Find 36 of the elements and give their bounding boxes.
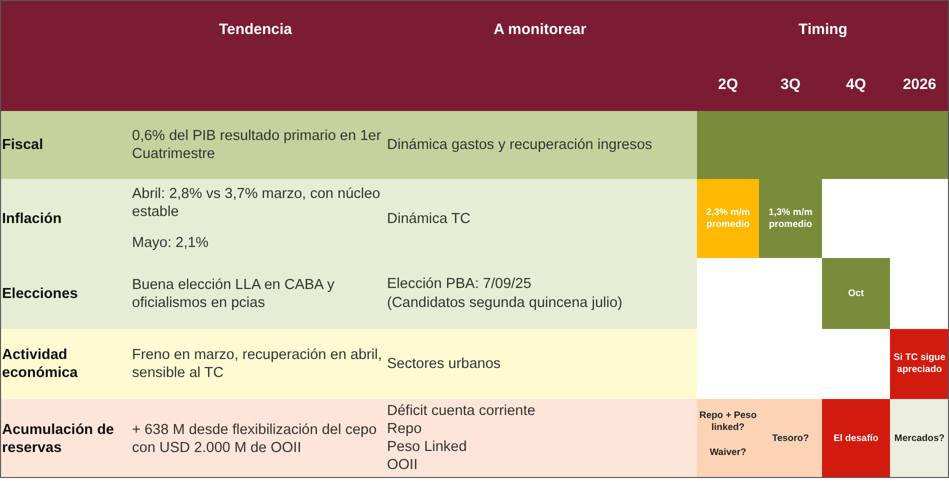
- cell-text: Peso Linked: [387, 438, 467, 456]
- cell-text: Abril: 2,8% vs 3,7% marzo, con núcleo estable: [132, 185, 382, 221]
- timing-text: 2,3% m/m promedio: [705, 206, 751, 230]
- timing-text: Tesoro?: [772, 432, 809, 444]
- row-heading: Actividad económica: [2, 346, 79, 382]
- row-heading: Inflación: [2, 210, 62, 228]
- cell-text: Sectores urbanos: [387, 355, 501, 373]
- cell-text: 0,6% del PIB resultado primario en 1er Cuatrimestre: [132, 127, 382, 163]
- row-heading: Elecciones: [2, 284, 78, 302]
- timing-text: Si TC sigue apreciado: [892, 352, 946, 376]
- cell-text: Dinámica TC: [387, 210, 471, 228]
- column-header: 4Q: [846, 76, 866, 92]
- cell-text: Mayo: 2,1%: [132, 234, 209, 252]
- column-header: 2026: [902, 76, 936, 92]
- timing-text: El desafío: [834, 432, 878, 444]
- cell-text: OOII: [387, 456, 418, 474]
- cell-text: Freno en marzo, recuperación en abril, sensible al TC: [132, 346, 383, 382]
- cell-text: (Candidatos segunda quincena julio): [387, 294, 622, 312]
- timing-text: Oct: [848, 288, 864, 300]
- row-heading: Fiscal: [2, 136, 44, 154]
- column-header: 3Q: [780, 76, 800, 92]
- column-header: 2Q: [718, 76, 738, 92]
- timing-text: Repo + Peso linked?: [699, 410, 757, 434]
- timing-text: 1,3% m/m promedio: [768, 206, 814, 230]
- column-header: A monitorear: [494, 20, 586, 38]
- cell-text: Elección PBA: 7/09/25: [387, 275, 532, 293]
- timing-text: Waiver?: [710, 447, 746, 459]
- cell-text: Déficit cuenta corriente: [387, 402, 536, 420]
- column-header: Timing: [798, 20, 848, 38]
- timing-text: Mercados?: [894, 432, 945, 444]
- cell-text: + 638 M desde flexibilización del cepo con USD 2.000 M de OOII: [132, 420, 378, 456]
- cell-text: Repo: [387, 420, 422, 438]
- cell-text: Buena elección LLA en CABA y oficialismos en pcias: [132, 276, 336, 312]
- row-heading: Acumulación de reservas: [2, 420, 115, 456]
- column-header: Tendencia: [218, 20, 292, 38]
- cell-text: Dinámica gastos y recuperación ingresos: [387, 136, 652, 154]
